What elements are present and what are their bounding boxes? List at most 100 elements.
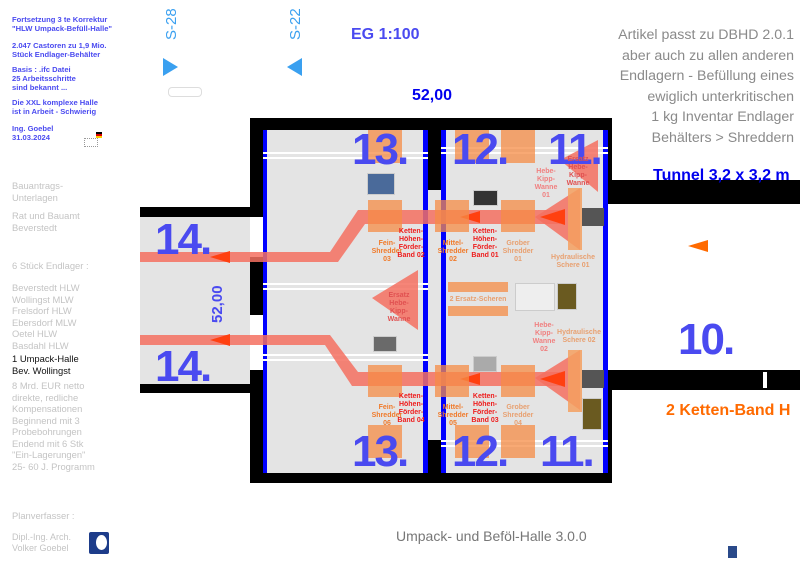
section-arrow-right-icon: [163, 58, 178, 76]
label-ersatz-wanne-left: Ersatz Hebe- Kipp- Wanne: [387, 292, 411, 323]
wall-blue: [423, 130, 428, 473]
scale-label: EG 1:100: [351, 26, 420, 43]
mittel-shredder-02-box: [435, 200, 469, 232]
ersatz-schere-box: [448, 306, 508, 316]
mittel-shredder-05-box: [435, 365, 469, 397]
shredder-spare-box: [455, 425, 489, 458]
sidebar-umpack: 1 Umpack-Halle Bev. Wollingst: [12, 353, 79, 376]
rail-line: [263, 283, 428, 285]
grober-shredder-01-box: [501, 200, 535, 232]
label-schere-01: Hydraulische Schere 01: [551, 254, 595, 269]
machine-photo: [367, 173, 395, 195]
label-band-02: Ketten- Höhen- Förder- Band 02: [397, 228, 425, 259]
section-arrow-left-icon: [287, 58, 302, 76]
flow-arrow-icon: [210, 251, 230, 263]
sidebar-kompensation: 8 Mrd. EUR netto direkte, redliche Kompe…: [12, 380, 95, 472]
ersatz-wanne-top: [560, 140, 598, 192]
label-grober-shredder-04: Grober Shredder 04: [502, 404, 534, 427]
room-number-10: 10.: [678, 315, 735, 364]
label-ersatz-scheren: 2 Ersatz-Scheren: [449, 296, 507, 303]
label-wanne-02: Hebe- Kipp- Wanne 02: [532, 322, 556, 353]
room-number-12: 12.: [452, 125, 509, 174]
flag-logo-icon: [84, 132, 102, 148]
direction-arrow-icon: [688, 240, 708, 252]
shredder-spare-box: [501, 130, 535, 163]
flow-arrow-icon: [540, 371, 565, 387]
shredder-spare-box: [501, 425, 535, 458]
corridor-14: [140, 217, 265, 384]
tunnel-gap: [763, 372, 767, 388]
room-number-11: 11.: [540, 427, 595, 476]
room-number-13: 13.: [352, 125, 409, 174]
ersatz-wanne-left: [372, 270, 418, 330]
ersatz-schere-box: [448, 282, 508, 292]
shear-01: [568, 188, 582, 250]
tunnel-entry-upper: [582, 208, 604, 226]
tunnel-entry-lower: [582, 370, 604, 388]
tunnel-wall: [608, 370, 800, 390]
label-ersatz-wanne-top: Ersatz Hebe- Kipp- Wanne: [566, 156, 590, 187]
sidebar-endlager-title: 6 Stück Endlager :: [12, 260, 89, 271]
room-number-14: 14.: [155, 342, 212, 391]
flow-arrow-icon: [210, 334, 230, 346]
label-fein-shredder-03: Fein- Shredder 03: [371, 240, 403, 263]
rail-line: [263, 157, 428, 159]
room-number-11: 11.: [548, 125, 603, 174]
flow-arrow-icon: [460, 373, 480, 385]
sidebar-architect: Dipl.-Ing. Arch. Volker Goebel: [12, 532, 72, 553]
book-cover-icon: [728, 546, 737, 558]
flow-arrow-icon: [460, 211, 480, 223]
wall: [140, 207, 265, 217]
machine-photo: [373, 336, 397, 352]
dimension-top: 52,00: [412, 87, 453, 104]
sidebar-planverfasser: Planverfasser :: [12, 510, 75, 521]
sidebar-endlager-list: Beverstedt HLW Wollingst MLW Frelsdorf H…: [12, 282, 80, 351]
label-wanne-01: Hebe- Kipp- Wanne 01: [534, 168, 558, 199]
note-basis: Basis : .ifc Datei 25 Arbeitsschritte si…: [12, 65, 76, 92]
sidebar-rat: Rat und Bauamt Beverstedt: [12, 210, 80, 233]
room-number-13: 13.: [352, 427, 409, 476]
label-band-01: Ketten- Höhen- Förder- Band 01: [471, 228, 499, 259]
tunnel-opening: [608, 204, 612, 370]
rail-line: [263, 288, 428, 290]
note-halle: Die XXL komplexe Halle ist in Arbeit - S…: [12, 98, 98, 116]
room-number-12: 12.: [452, 427, 509, 476]
car-symbol-icon: [168, 87, 202, 97]
wall: [140, 384, 265, 393]
shear-02: [568, 350, 582, 412]
note-author: Ing. Goebel 31.03.2024: [12, 124, 54, 142]
rail-line: [263, 152, 428, 154]
label-band-04: Ketten- Höhen- Förder- Band 04: [397, 393, 425, 424]
fein-shredder-06-box: [368, 365, 402, 397]
flow-arrow-icon: [540, 209, 565, 225]
label-mittel-shredder-02: Mittel- Shredder 02: [437, 240, 469, 263]
note-castoren: 2.047 Castoren zu 1,9 Mio. Stück Endlage…: [12, 41, 107, 59]
label-mittel-shredder-05: Mittel- Shredder 05: [437, 404, 469, 427]
tunnel-label: Tunnel 3,2 x 3,2 m: [653, 167, 790, 184]
tunnel-wall: [608, 180, 800, 204]
ketten-band-label: 2 Ketten-Band H: [666, 402, 791, 419]
machine-photo: [582, 398, 602, 430]
wall-blue: [441, 130, 446, 473]
article-text: Artikel passt zu DBHD 2.0.1 aber auch zu…: [618, 27, 794, 146]
dimension-left: 52,00: [209, 285, 226, 323]
shredder-spare-box: [368, 130, 402, 163]
machine-photo: [473, 356, 497, 372]
label-fein-shredder-06: Fein- Shredder 06: [371, 404, 403, 427]
wall-blue: [603, 130, 608, 473]
grober-shredder-04-box: [501, 365, 535, 397]
machine-photo: [557, 283, 577, 310]
fein-shredder-03-box: [368, 200, 402, 232]
machine-photo: [515, 283, 555, 311]
wall-blue: [263, 130, 267, 473]
sidebar-bauantrag: Bauantrags- Unterlagen: [12, 180, 64, 203]
room-number-14: 14.: [155, 215, 212, 264]
plan-title: Umpack- und Beföl-Halle 3.0.0: [396, 528, 587, 544]
note-correction: Fortsetzung 3 te Korrektur "HLW Umpack-B…: [12, 15, 113, 33]
architect-logo-icon: [89, 532, 109, 554]
door-opening: [250, 217, 263, 257]
rail-line: [263, 354, 428, 356]
shredder-spare-box: [455, 130, 489, 163]
shredder-spare-box: [368, 425, 402, 458]
